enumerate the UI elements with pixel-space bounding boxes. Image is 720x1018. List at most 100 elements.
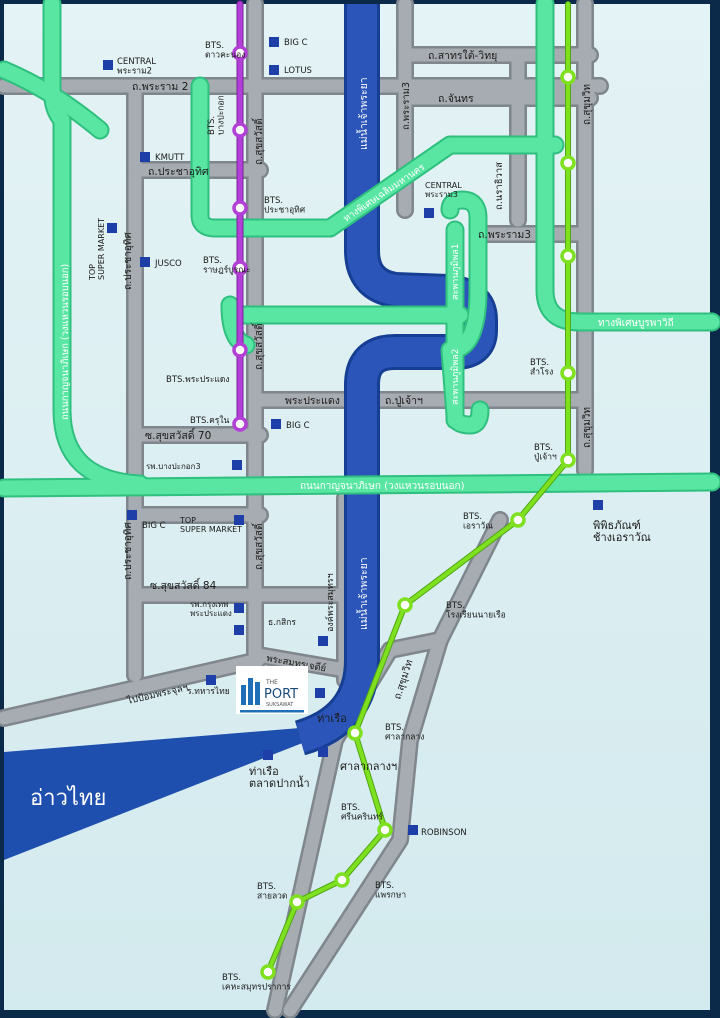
- road-label: ถ.พระราม3: [478, 229, 531, 241]
- road-label: ซ.สุขสวัสดิ์ 70: [145, 427, 211, 442]
- landmark-label: องค์พระสมุทรฯ: [324, 573, 336, 632]
- river-label: แม่น้ำเจ้าพระยา: [356, 557, 370, 630]
- landmark-marker: [140, 152, 150, 162]
- landmark-label: ROBINSON: [421, 828, 467, 838]
- landmark-marker: [408, 825, 418, 835]
- bts-station-label: BTS.โรงเรียนนายเรือ: [446, 601, 506, 621]
- road-label: ถ.สุขุมวิท: [582, 407, 593, 448]
- bts-station-dot: [560, 69, 576, 85]
- road-label: พระประแดง: [285, 395, 340, 407]
- landmark-marker: [234, 625, 244, 635]
- landmark-marker: [318, 636, 328, 646]
- bts-station-label: BTS.ราษฎร์บูรณะ: [203, 256, 251, 276]
- road-label: ถ.สาทรใต้-วิทยุ: [428, 49, 497, 62]
- landmark-marker: [232, 460, 242, 470]
- expressway-label: สะพานภูมิพล1: [450, 243, 461, 300]
- landmark-label: LOTUS: [284, 66, 312, 76]
- sea-area: [4, 728, 305, 860]
- landmark-marker: [269, 37, 279, 47]
- landmark-marker: [315, 688, 325, 698]
- bts-labels: BTS.ดาวคะนอง BTS.บางปะกอก BTS.ประชาอุทิศ BT…: [166, 41, 557, 993]
- landmark-label: ศาลากลางฯ: [340, 760, 397, 773]
- landmark-label: BIG C: [284, 38, 308, 48]
- road-label: ถ.ประชาอุทิศ: [123, 522, 134, 580]
- bts-station-dot: [560, 452, 576, 468]
- road-label: ถ.สุขุมวิท: [582, 84, 593, 125]
- expressway-label: ถนนกาญจนาภิเษก (วงแหวนรอบนอก): [300, 481, 465, 492]
- bts-station-dot: [260, 964, 276, 980]
- bts-station-dot: [377, 822, 393, 838]
- project-logo-the: THE: [265, 679, 278, 686]
- landmark-marker: [234, 515, 244, 525]
- landmark-marker: [103, 60, 113, 70]
- bts-station-dot: [397, 597, 413, 613]
- bts-station-label: BTS.ศาลากลาง: [385, 723, 424, 743]
- landmark-label: KMUTT: [155, 153, 185, 163]
- bts-station-label: BTS.พระประแดง: [166, 375, 230, 385]
- road-label: ซ.สุขสวัสดิ์ 84: [150, 577, 217, 592]
- expressway-label: ทางพิเศษบูรพาวิถี: [598, 317, 674, 329]
- bts-station-label: BTS.สำโรง: [530, 358, 553, 378]
- road-label: ถ.ประชาอุทิศ: [148, 166, 209, 178]
- landmark-marker: [271, 419, 281, 429]
- project-logo: THE PORT SUKSAWAT: [236, 666, 308, 714]
- bts-station-label: BTS.ครุใน: [190, 415, 230, 426]
- bts-station-label: BTS.ดาวคะนอง: [205, 41, 245, 61]
- project-logo-sub: SUKSAWAT: [266, 702, 294, 708]
- landmark-label: พิพิธภัณฑ์ช้างเอราวัณ: [593, 519, 651, 544]
- bts-station-dot: [510, 512, 526, 528]
- road-label: ถ.สุขสวัสดิ์: [251, 522, 265, 570]
- bts-station-label: BTS.ปู่เจ้าฯ: [534, 443, 557, 463]
- landmark-label: TOPSUPER MARKET: [88, 218, 106, 281]
- bts-station-dot: [232, 200, 248, 216]
- landmark-label: BIG C: [142, 521, 166, 531]
- bts-station-label: BTS.บางปะกอก: [207, 95, 227, 135]
- bts-station-dot: [289, 894, 305, 910]
- bts-station-dot: [232, 342, 248, 358]
- road-label: ถ.พระราม3: [401, 82, 412, 130]
- bts-station-label: BTS.แพรกษา: [375, 881, 406, 901]
- bts-station-label: BTS.เคหะสมุทรปราการ: [222, 973, 291, 993]
- landmark-label: ธ.กสิกร: [268, 618, 296, 628]
- landmark-marker: [206, 675, 216, 685]
- expressway-label: สะพานภูมิพล2: [450, 348, 461, 405]
- road-label: ถ.พระราม 2: [132, 81, 188, 93]
- bts-station-dot: [232, 122, 248, 138]
- bts-station-label: BTS.ประชาอุทิศ: [264, 196, 306, 216]
- bts-station-dot: [347, 725, 363, 741]
- bts-station-dot: [232, 45, 248, 61]
- landmark-marker: [107, 223, 117, 233]
- bts-station-dot: [560, 248, 576, 264]
- bts-station-markers: [232, 45, 576, 980]
- landmark-marker: [318, 747, 328, 757]
- expressways: [0, 0, 720, 498]
- bts-station-label: BTS.เอราวัณ: [463, 512, 493, 532]
- road-label: ถ.สุขสวัสดิ์: [251, 322, 265, 370]
- landmark-label: รพ.กรุงเทพพระประแดง: [190, 600, 232, 618]
- bts-station-label: BTS.สายลวด: [257, 882, 287, 902]
- bts-station-dot: [560, 365, 576, 381]
- landmark-label: รพ.บางปะกอก3: [146, 462, 201, 471]
- landmark-label: ท่าเรือ: [317, 712, 347, 725]
- bts-station-dot: [334, 872, 350, 888]
- bts-station-dot: [560, 155, 576, 171]
- sea-label: อ่าวไทย: [30, 785, 106, 811]
- bts-station-dot: [232, 416, 248, 432]
- river-labels: แม่น้ำเจ้าพระยา แม่น้ำเจ้าพระยา: [356, 77, 370, 630]
- road-label: ถ.สุขสวัสดิ์: [251, 117, 265, 165]
- landmark-marker: [424, 208, 434, 218]
- bts-station-label: BTS.ศรีนครินทร์: [341, 803, 383, 823]
- landmark-marker: [234, 603, 244, 613]
- landmark-marker: [140, 257, 150, 267]
- landmark-marker: [593, 500, 603, 510]
- project-logo-port: PORT: [264, 687, 298, 702]
- landmark-label: JUSCO: [154, 259, 182, 269]
- landmark-marker: [263, 750, 273, 760]
- road-label: ถ.นราธิวาส: [494, 162, 505, 210]
- river-label: แม่น้ำเจ้าพระยา: [356, 77, 370, 150]
